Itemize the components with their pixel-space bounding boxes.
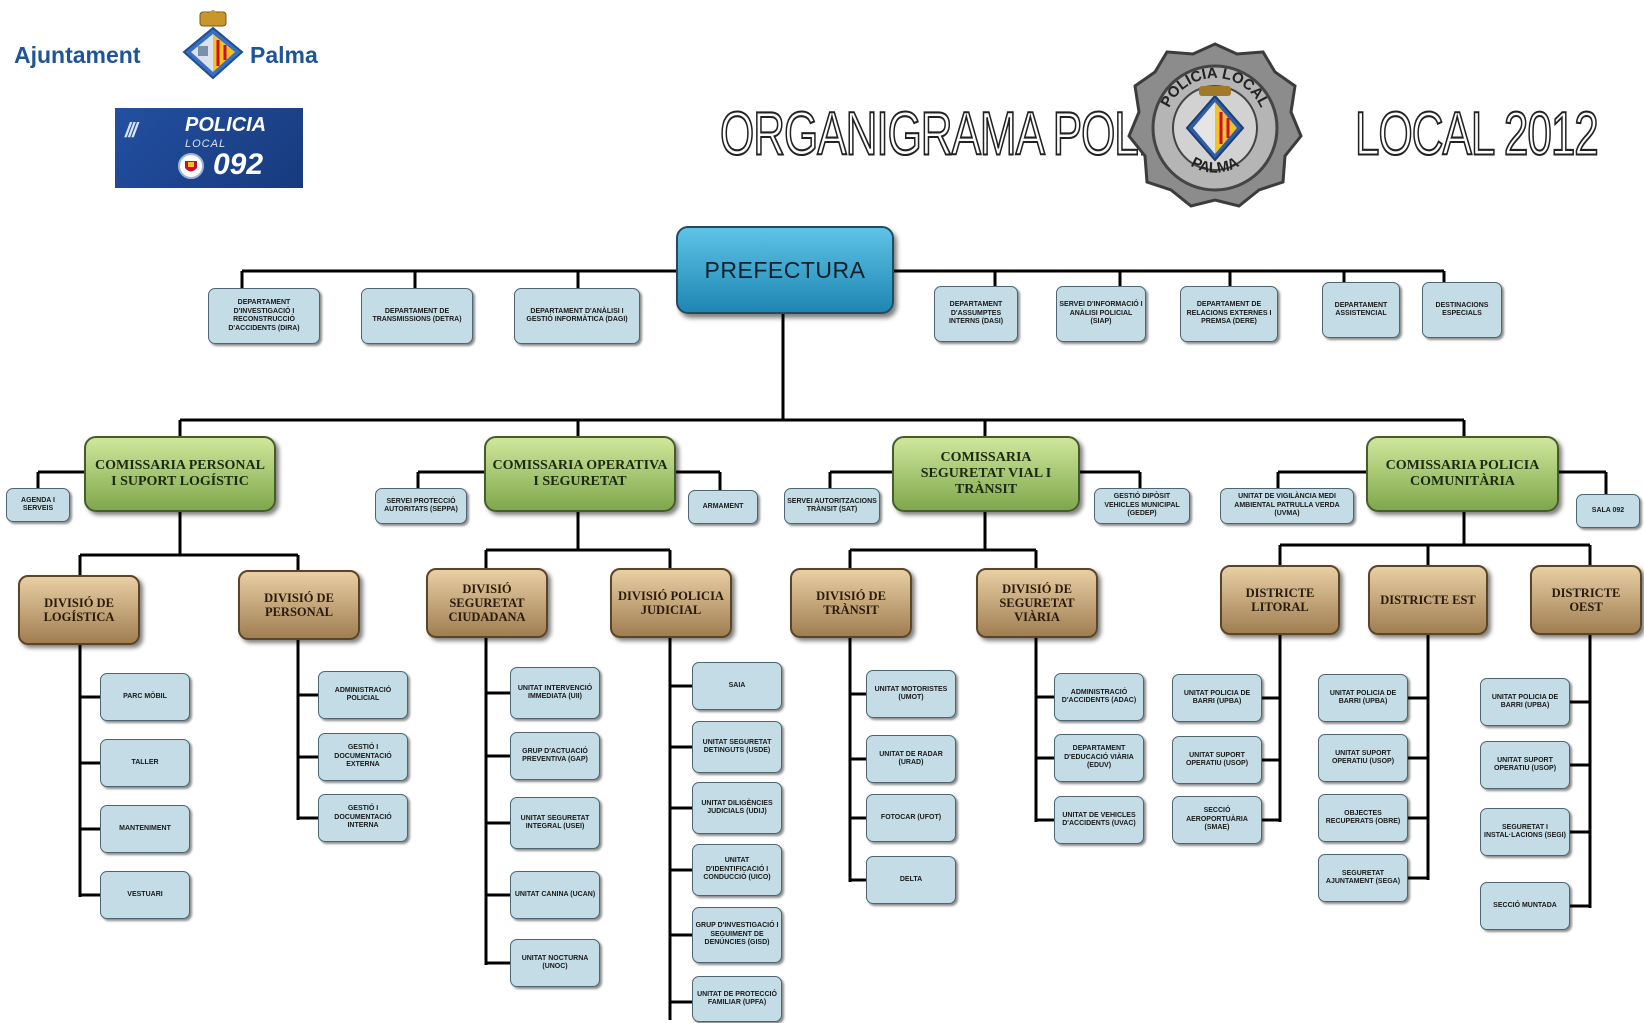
unit-node: GESTIÓ I DOCUMENTACIÓ INTERNA	[318, 794, 408, 842]
side-node-sat: SERVEI AUTORITZACIONS TRÀNSIT (SAT)	[784, 488, 880, 524]
unit-node: MANTENIMENT	[100, 805, 190, 853]
unit-node: SEGURETAT AJUNTAMENT (SEGA)	[1318, 854, 1408, 902]
comissaria-comunitaria-node: COMISSARIA POLICIA COMUNITÀRIA	[1366, 436, 1559, 512]
unit-node: UNITAT POLICIA DE BARRI (UPBA)	[1318, 674, 1408, 722]
division-personal-node: DIVISIÓ DE PERSONAL	[238, 570, 360, 640]
staff-node-dasi: DEPARTAMENT D'ASSUMPTES INTERNS (DASI)	[934, 286, 1018, 342]
division-policia-judicial-node: DIVISIÓ POLICIA JUDICIAL	[610, 568, 732, 638]
unit-node: UNITAT DE PROTECCIÓ FAMILIAR (UPFA)	[692, 976, 782, 1022]
unit-node: UNITAT SUPORT OPERATIU (USOP)	[1172, 736, 1262, 784]
staff-node-detra: DEPARTAMENT DE TRANSMISSIONS (DETRA)	[361, 288, 473, 344]
unit-node: UNITAT SEGURETAT INTEGRAL (USEI)	[510, 797, 600, 849]
district-est-node: DISTRICTE EST	[1368, 565, 1488, 635]
comissaria-personal-node: COMISSARIA PERSONAL I SUPORT LOGÍSTIC	[84, 436, 276, 512]
side-node-uvma: UNITAT DE VIGILÀNCIA MEDI AMBIENTAL PATR…	[1220, 488, 1354, 524]
unit-node: UNITAT DE VEHICLES D'ACCIDENTS (UVAC)	[1054, 796, 1144, 844]
side-node-sala-092: SALA 092	[1576, 494, 1640, 528]
division-logistica-node: DIVISIÓ DE LOGÍSTICA	[18, 575, 140, 645]
comissaria-transit-node: COMISSARIA SEGURETAT VIAL I TRÀNSIT	[892, 436, 1080, 512]
staff-node-assistencial: DEPARTAMENT ASSISTENCIAL	[1322, 282, 1400, 338]
comissaria-operativa-node: COMISSARIA OPERATIVA I SEGURETAT	[484, 436, 676, 512]
division-seguretat-viaria-node: DIVISIÓ DE SEGURETAT VIÀRIA	[976, 568, 1098, 638]
staff-node-siap: SERVEI D'INFORMACIÓ I ANÀLISI POLICIAL (…	[1056, 286, 1146, 342]
unit-node: UNITAT DILIGÈNCIES JUDICIALS (UDIJ)	[692, 782, 782, 834]
unit-node: SECCIÓ AEROPORTUÀRIA (SMAE)	[1172, 796, 1262, 844]
logo-local-word: LOCAL	[185, 138, 227, 150]
side-node-agenda: AGENDA I SERVEIS	[6, 488, 70, 522]
unit-node: UNITAT POLICIA DE BARRI (UPBA)	[1480, 678, 1570, 726]
unit-node: GRUP D'ACTUACIÓ PREVENTIVA (GAP)	[510, 732, 600, 780]
side-node-armament: ARMAMENT	[688, 490, 758, 524]
stripes-icon: ///	[125, 120, 138, 142]
palma-crest-icon	[182, 10, 244, 80]
unit-node: UNITAT MOTORISTES (UMOT)	[866, 670, 956, 718]
unit-node: DEPARTAMENT D'EDUCACIÓ VIÀRIA (EDUV)	[1054, 734, 1144, 782]
unit-node: SECCIÓ MUNTADA	[1480, 882, 1570, 930]
unit-node: FOTOCAR (UFOT)	[866, 794, 956, 842]
unit-node: UNITAT POLICIA DE BARRI (UPBA)	[1172, 674, 1262, 722]
unit-node: DELTA	[866, 856, 956, 904]
unit-node: UNITAT INTERVENCIÓ IMMEDIATA (UII)	[510, 667, 600, 719]
logo-palma-word: Palma	[250, 42, 318, 68]
division-seguretat-ciudadana-node: DIVISIÓ SEGURETAT CIUDADANA	[426, 568, 548, 638]
unit-node: SEGURETAT I INSTAL·LACIONS (SEGI)	[1480, 808, 1570, 856]
logo-092-number: 092	[213, 148, 264, 181]
unit-node: PARC MÒBIL	[100, 673, 190, 721]
unit-node: UNITAT D'IDENTIFICACIÓ I CONDUCCIÓ (UICO…	[692, 844, 782, 896]
unit-node: UNITAT DE RADAR (URAD)	[866, 735, 956, 783]
policia-local-palma-badge-icon: POLICIA LOCAL PALMA	[1127, 42, 1303, 208]
district-oest-node: DISTRICTE OEST	[1530, 565, 1642, 635]
unit-node: UNITAT SUPORT OPERATIU (USOP)	[1318, 734, 1408, 782]
staff-node-destinacions: DESTINACIONS ESPECIALS	[1422, 282, 1502, 338]
prefectura-node: PREFECTURA	[676, 226, 894, 314]
police-shield-icon	[178, 153, 204, 179]
unit-node: ADMINISTRACIÓ D'ACCIDENTS (ADAC)	[1054, 673, 1144, 721]
unit-node: UNITAT NOCTURNA (UNOC)	[510, 939, 600, 987]
unit-node: OBJECTES RECUPERATS (OBRE)	[1318, 794, 1408, 842]
svg-text:PALMA: PALMA	[1188, 154, 1241, 177]
logo-ajuntament-word: Ajuntament	[14, 42, 141, 68]
unit-node: GRUP D'INVESTIGACIÓ I SEGUIMENT DE DENÚN…	[692, 907, 782, 963]
unit-node: UNITAT CANINA (UCAN)	[510, 871, 600, 919]
staff-node-dira: DEPARTAMENT D'INVESTIGACIÓ I RECONSTRUCC…	[208, 288, 320, 344]
side-node-seppa: SERVEI PROTECCIÓ AUTORITATS (SEPPA)	[375, 488, 467, 524]
logo-policia-word: POLICIA	[185, 114, 267, 136]
ajuntament-palma-logo: Ajuntament Palma	[14, 10, 318, 80]
staff-node-dagi: DEPARTAMENT D'ANÀLISI I GESTIÓ INFORMÀTI…	[514, 288, 640, 344]
unit-node: VESTUARI	[100, 871, 190, 919]
unit-node: SAIA	[692, 662, 782, 710]
district-litoral-node: DISTRICTE LITORAL	[1220, 565, 1340, 635]
unit-node: GESTIÓ I DOCUMENTACIÓ EXTERNA	[318, 733, 408, 781]
side-node-gedep: GESTIÓ DIPÒSIT VEHICLES MUNICIPAL (GEDEP…	[1094, 488, 1190, 524]
policia-local-092-logo: /// POLICIA LOCAL 092	[115, 108, 303, 188]
unit-node: ADMINISTRACIÓ POLICIAL	[318, 671, 408, 719]
unit-node: TALLER	[100, 739, 190, 787]
staff-node-dere: DEPARTAMENT DE RELACIONS EXTERNES I PREM…	[1180, 286, 1278, 342]
unit-node: UNITAT SUPORT OPERATIU (USOP)	[1480, 741, 1570, 789]
division-transit-node: DIVISIÓ DE TRÀNSIT	[790, 568, 912, 638]
title-right: LOCAL 2012	[1354, 99, 1599, 170]
unit-node: UNITAT SEGURETAT DETINGUTS (USDE)	[692, 721, 782, 773]
